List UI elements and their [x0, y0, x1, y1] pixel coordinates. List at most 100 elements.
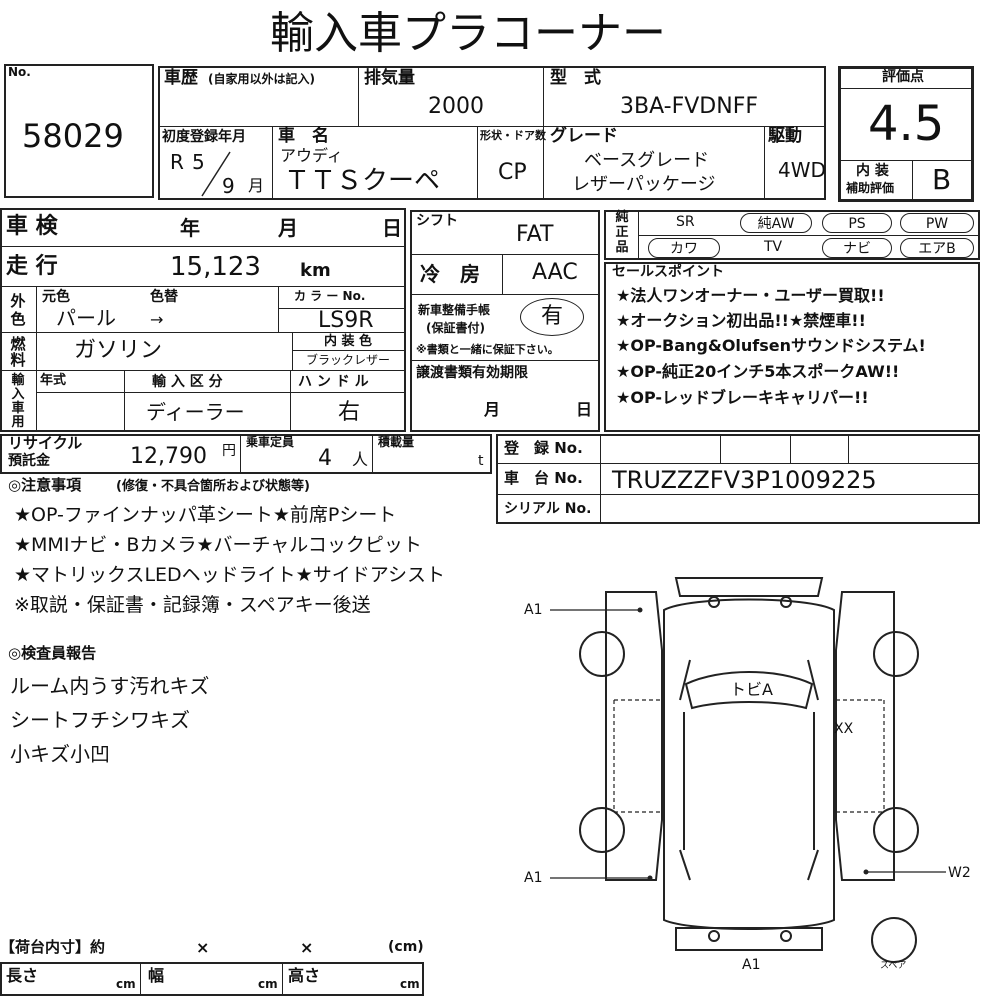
shift-label: シフト: [416, 213, 458, 229]
notes-sublabel: (修復・不具合箇所および状態等): [116, 479, 310, 494]
inspector-label: ◎検査員報告: [8, 644, 97, 662]
change-color-label: 色替: [150, 289, 178, 305]
damage-a1-left: A1: [524, 870, 543, 886]
note-2: ★MMIナビ・Bカメラ★バーチャルコックピット: [14, 534, 422, 556]
inspector-item-3: 小キズ小凹: [10, 742, 110, 766]
note-1: ★OP-ファインナッパ革シート★前席Pシート: [14, 504, 397, 526]
sales-point-2: ★オークション初出品!!★禁煙車!!: [616, 311, 866, 330]
lot-box: [4, 64, 154, 198]
inspector-item-1: ルーム内うす汚れキズ: [10, 674, 210, 698]
handle-label: ハ ン ド ル: [298, 374, 369, 390]
interior-color-value: ブラックレザー: [306, 353, 391, 367]
score-value: 4.5: [868, 96, 945, 152]
body-type-value: CP: [498, 160, 527, 185]
model-code-label: 型 式: [550, 68, 601, 88]
registration-label: 登 録 No.: [504, 439, 583, 457]
equip-power-steering: PS: [822, 213, 892, 233]
manual-value: 有: [520, 298, 584, 336]
grade-line1: ベースグレード: [584, 150, 710, 171]
sales-points-label: セールスポイント: [612, 264, 724, 280]
shift-value: FAT: [516, 222, 554, 247]
cargo-unit: (cm): [388, 939, 424, 955]
model-code-value: 3BA-FVDNFF: [620, 94, 759, 119]
damage-a1-front: A1: [524, 602, 543, 618]
interior-color-label: 内 装 色: [324, 334, 373, 349]
serial-label: シリアル No.: [504, 501, 592, 517]
transfer-day: 日: [576, 400, 593, 419]
note-4: ※取説・保証書・記録簿・スペアキー後送: [14, 594, 371, 616]
capacity-value: 4: [318, 446, 332, 471]
center-column: [410, 210, 600, 432]
ac-label: 冷 房: [420, 262, 480, 286]
color-code-value: LS9R: [318, 308, 374, 333]
interior-score-value: B: [932, 163, 952, 196]
recycle-label1: リサイクル: [8, 434, 83, 452]
first-reg-era: R: [170, 150, 184, 174]
import-year-label: 年式: [40, 373, 67, 388]
load-unit: t: [478, 453, 484, 469]
vehicle-info-box: [158, 66, 826, 200]
car-maker: アウディ: [280, 146, 343, 165]
recycle-unit: 円: [222, 443, 236, 459]
equip-airbag: エアB: [900, 238, 974, 258]
manual-label1: 新車整備手帳: [418, 303, 491, 317]
sales-points-box: [604, 262, 980, 432]
score-box: [838, 66, 974, 202]
sales-point-1: ★法人ワンオーナー・ユーザー買取!!: [616, 286, 885, 305]
history-label: 車歴: [164, 68, 198, 88]
sales-point-4: ★OP-純正20インチ5本スポークAW!!: [616, 362, 900, 381]
page-title: 輸入車プラコーナー: [270, 8, 666, 59]
first-reg-month-unit: 月: [248, 176, 265, 195]
spec-table: [0, 208, 406, 432]
recycle-label2: 預託金: [8, 453, 50, 469]
import-side-label: 輸入車用: [11, 373, 25, 430]
equip-alloy-wheel: 純AW: [740, 213, 812, 233]
grade-line2: レザーパッケージ: [572, 174, 716, 195]
cargo-height-cm: cm: [400, 977, 420, 991]
car-damage-diagram: [550, 577, 946, 963]
spare-label: スペア: [880, 961, 907, 971]
equip-tv: TV: [764, 239, 783, 255]
cargo-width-label: 幅: [148, 966, 165, 985]
interior-score-label1: 内 装: [856, 163, 889, 179]
color-side-label: 外色: [10, 292, 26, 328]
mileage-label: 走 行: [6, 254, 58, 279]
cargo-x2: ×: [300, 938, 314, 957]
first-reg-month: 9: [222, 174, 235, 198]
recycle-row: [0, 434, 492, 474]
inspection-day: 日: [382, 216, 402, 240]
vin-value: TRUZZZFV3P1009225: [612, 466, 877, 494]
vin-label: 車 台 No.: [504, 469, 583, 487]
handle-value: 右: [338, 400, 361, 425]
damage-roof: トビA: [730, 680, 773, 699]
first-reg-year: 5: [192, 150, 205, 174]
equipment-label: 純正品: [615, 210, 629, 255]
notes-label: ◎注意事項: [8, 476, 82, 494]
interior-score-label2: 補助評価: [846, 181, 895, 195]
damage-a1-rear: A1: [742, 957, 761, 973]
cargo-height-label: 高さ: [288, 966, 321, 985]
inspection-month: 月: [278, 216, 298, 240]
cargo-table: [0, 962, 424, 996]
cargo-label: 【荷台内寸】約: [0, 938, 106, 956]
slash-divider: [201, 151, 231, 197]
mileage-unit: km: [300, 260, 331, 281]
grade-label: グレード: [550, 126, 618, 146]
orig-color-value: パール: [56, 306, 116, 330]
capacity-label: 乗車定員: [246, 435, 295, 449]
orig-color-label: 元色: [42, 289, 70, 305]
note-3: ★マトリックスLEDヘッドライト★サイドアシスト: [14, 564, 445, 586]
transfer-month: 月: [484, 400, 501, 419]
drive-value: 4WD: [778, 158, 826, 182]
ac-value: AAC: [532, 260, 578, 285]
equip-sr: SR: [676, 214, 695, 230]
body-type-label: 形状・ドア数: [480, 129, 546, 142]
registration-box: [496, 434, 980, 524]
load-label: 積載量: [378, 435, 415, 449]
inspector-item-2: シートフチシワキズ: [10, 708, 190, 732]
fuel-value: ガソリン: [74, 338, 163, 363]
cargo-length-cm: cm: [116, 977, 136, 991]
mileage-value: 15,123: [170, 252, 261, 282]
first-reg-label: 初度登録年月: [162, 129, 246, 145]
sales-point-3: ★OP-Bang&Olufsenサウンドシステム!: [616, 336, 926, 355]
